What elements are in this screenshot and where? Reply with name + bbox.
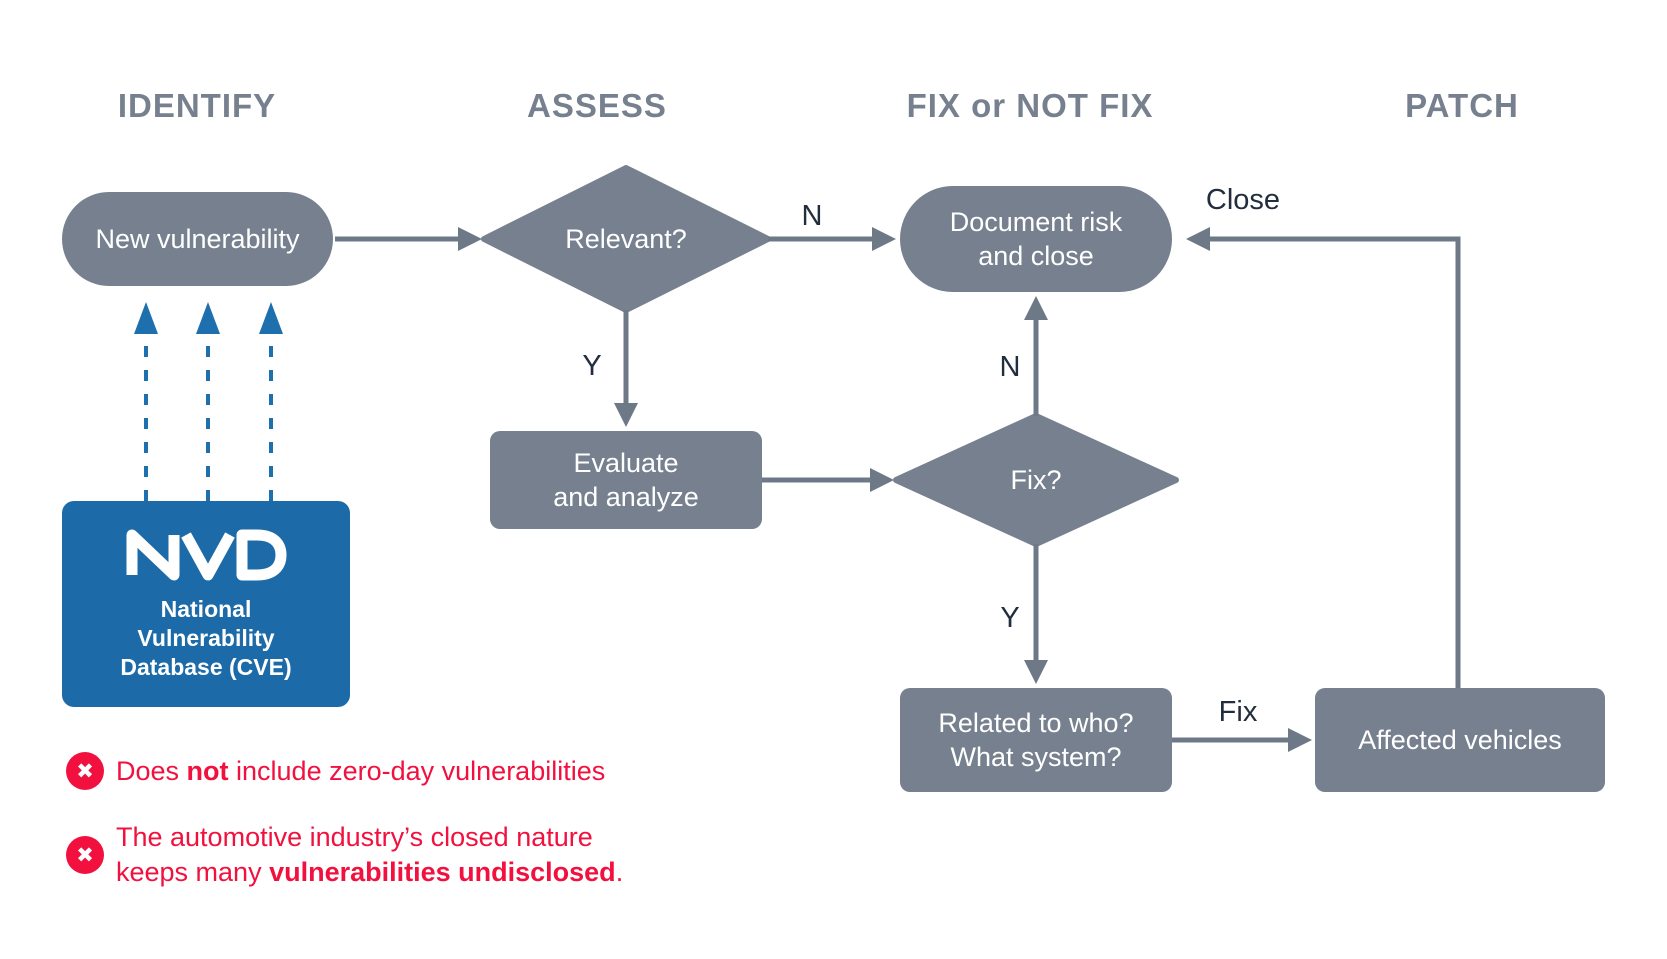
edge-label-relevant-no: N [801,199,823,232]
edge-label-fix-out: Fix [1218,695,1258,728]
node-new-vulnerability: New vulnerability [62,192,333,286]
node-affected-vehicles: Affected vehicles [1315,688,1605,792]
note-undisclosed-line1: The automotive industry’s closed nature [116,822,593,852]
edge-label-fix-no: N [999,350,1021,383]
edge-label-fix-yes: Y [1000,601,1020,634]
cross-glyph-2: ✖ [76,843,94,867]
nvd-box: National Vulnerability Database (CVE) [62,501,350,707]
note-zero-day-bold: not [186,756,229,786]
edge-label-relevant-yes: Y [582,349,602,382]
note-zero-day-pre: Does [116,756,187,786]
node-relevant-label: Relevant? [565,223,687,254]
note-undisclosed-bold: vulnerabilities undisclosed [269,857,616,887]
note-zero-day: Does not include zero-day vulnerabilitie… [116,754,605,789]
arrow-affected-close-to-document [1186,227,1461,688]
phase-header-patch: PATCH [1405,87,1519,124]
phase-header-fix-or-not-fix: FIX or NOT FIX [906,87,1154,124]
phase-header-assess: ASSESS [527,87,667,124]
arrow-relevant-yes-to-evaluate [614,310,638,427]
node-document-risk-and-close: Document risk and close [900,186,1172,292]
cross-circle-icon: ✖ [66,752,104,790]
node-related-to-who: Related to who? What system? [900,688,1172,792]
arrow-nvd-feed-2 [196,302,220,501]
edge-label-close: Close [1205,183,1281,216]
note-undisclosed: The automotive industry’s closed nature k… [116,820,623,890]
cross-glyph: ✖ [76,759,94,783]
nvd-subtitle: National Vulnerability Database (CVE) [120,596,292,680]
arrow-nvd-feed-3 [259,302,283,501]
nvd-logo-icon [126,529,287,581]
note-undisclosed-pre: keeps many [116,857,270,887]
phase-header-identify: IDENTIFY [117,87,277,124]
note-undisclosed-post: . [615,857,624,887]
node-evaluate-and-analyze: Evaluate and analyze [490,431,762,529]
arrow-evaluate-to-fix [762,468,894,492]
note-zero-day-post: include zero-day vulnerabilities [228,756,606,786]
node-fix-label: Fix? [1010,464,1062,495]
arrow-nvd-feed-1 [134,302,158,501]
cross-circle-icon-2: ✖ [66,836,104,874]
arrow-related-fix-to-affected [1172,728,1312,752]
arrow-newvuln-to-relevant [335,227,482,251]
